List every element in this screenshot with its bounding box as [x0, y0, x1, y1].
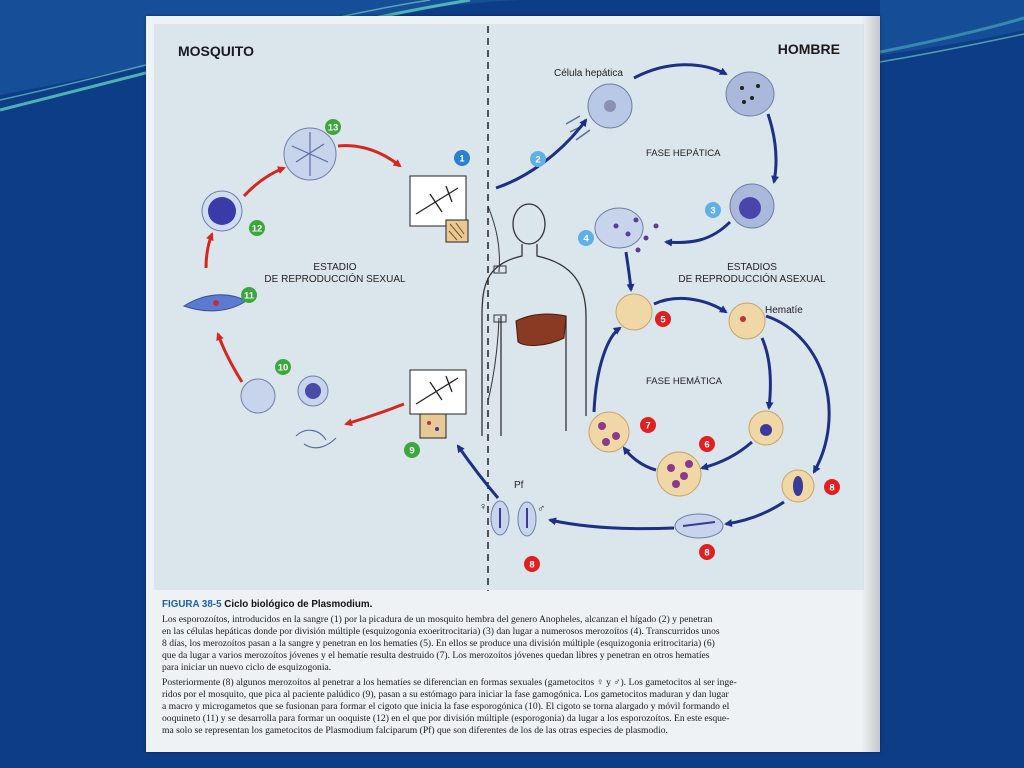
- step-2: 2: [535, 155, 540, 166]
- label-celula-hepatica: Célula hepática: [554, 68, 623, 79]
- page-edge-shadow: [862, 16, 880, 752]
- label-pf: Pf: [514, 480, 524, 491]
- male-symbol: ♂: [537, 503, 545, 515]
- step-10: 10: [278, 363, 289, 374]
- leader-lines: [487, 205, 500, 402]
- caption-line: a macro y microgametos que se fusionan p…: [162, 700, 730, 712]
- caption-line: Posteriormente (8) algunos merozoítos al…: [162, 676, 737, 688]
- caption-line: ooquineto (11) y se desarrolla para form…: [162, 712, 730, 724]
- hepatic-cells: [565, 71, 775, 253]
- caption-title: FIGURA 38-5 Ciclo biológico de Plasmodiu…: [162, 599, 868, 611]
- caption-line: en las células hepáticas donde por divis…: [162, 626, 720, 638]
- step-8-bottom: 8: [704, 548, 709, 559]
- bite-site-marker: [493, 265, 507, 274]
- label-reproduccion-asexual: DE REPRODUCCIÓN ASEXUAL: [678, 272, 826, 285]
- step-3: 3: [710, 206, 715, 217]
- caption-paragraph-1: Los esporozoítos, introducidos en la san…: [162, 614, 868, 674]
- caption-paragraph-2: Posteriormente (8) algunos merozoítos al…: [162, 677, 868, 737]
- label-estadios: ESTADIOS: [727, 262, 777, 273]
- red-sexual-cycle-arrows: [204, 144, 405, 427]
- step-11: 11: [244, 291, 255, 302]
- figure-caption: FIGURA 38-5 Ciclo biológico de Plasmodiu…: [162, 599, 868, 738]
- label-fase-hematica: FASE HEMÁTICA: [646, 376, 723, 387]
- liver-icon: [515, 313, 567, 346]
- step-5: 5: [660, 315, 666, 326]
- mosquito-bite-inset-bottom: [409, 369, 467, 439]
- step-number-badges: 1 2 3 4 5 6 7 8 8 8 9 10 11 12 13: [241, 119, 840, 572]
- mosquito-header: MOSQUITO: [178, 43, 254, 59]
- step-1: 1: [459, 154, 465, 165]
- figure-title: Ciclo biológico de Plasmodium.: [224, 599, 373, 610]
- step-13: 13: [328, 123, 339, 134]
- caption-line: para iniciar un nuevo ciclo de esquizogo…: [162, 662, 332, 674]
- mosquito-stage-cells: [182, 127, 337, 449]
- label-estadio: ESTADIO: [313, 262, 356, 273]
- plasmodium-life-cycle-diagram: MOSQUITO HOMBRE Célula hepática FASE HEP…: [154, 24, 864, 591]
- step-6: 6: [704, 440, 709, 451]
- label-fase-hepatica: FASE HEPÁTICA: [646, 148, 721, 159]
- caption-line: 8 días, los merozoítos pasan a la sangre…: [162, 638, 715, 650]
- label-reproduccion-sexual: DE REPRODUCCIÓN SEXUAL: [264, 272, 406, 285]
- blue-asexual-cycle-arrows: [456, 63, 831, 531]
- caption-line: ma solo se representan los gametocitos d…: [162, 724, 668, 736]
- label-hematie: Hematíe: [765, 305, 803, 316]
- step-4: 4: [583, 234, 589, 245]
- textbook-page: MOSQUITO HOMBRE Célula hepática FASE HEP…: [146, 16, 880, 752]
- caption-line: Los esporozoítos, introducidos en la san…: [162, 614, 713, 626]
- caption-line: ridos por el mosquito, que pica al pacie…: [162, 688, 729, 700]
- human-silhouette: [481, 203, 587, 436]
- mosquito-bite-inset-top: [409, 175, 469, 243]
- hombre-header: HOMBRE: [778, 41, 840, 57]
- female-symbol: ♀: [479, 501, 487, 513]
- caption-line: que da lugar a varios merozoítos jóvenes…: [162, 650, 710, 662]
- step-9: 9: [409, 446, 414, 457]
- bite-site-marker: [493, 314, 507, 323]
- figure-number: FIGURA 38-5: [162, 599, 222, 610]
- erythrocytic-cells: [490, 293, 815, 539]
- step-12: 12: [252, 224, 263, 235]
- step-8-right: 8: [829, 483, 834, 494]
- step-7: 7: [645, 421, 650, 432]
- step-8-left: 8: [529, 560, 534, 571]
